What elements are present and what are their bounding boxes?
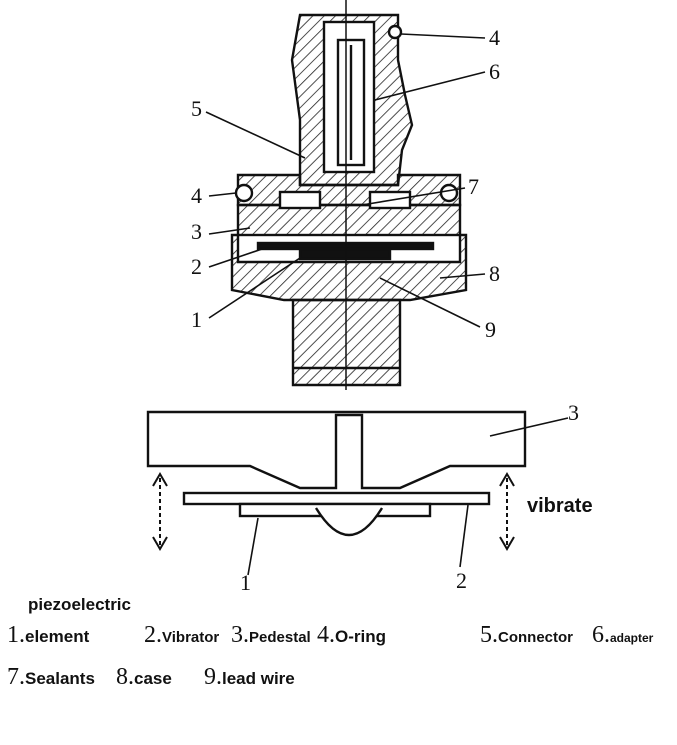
vibrate-label: vibrate xyxy=(527,495,593,517)
enlarged-detail xyxy=(146,410,527,551)
legend-num: 4. xyxy=(317,622,335,648)
piezo-element xyxy=(298,247,392,261)
legend-num: 3. xyxy=(231,622,249,648)
vibrator-enlarged xyxy=(182,491,491,506)
callout-1-bottom: 1 xyxy=(240,570,251,595)
sensor-assembly xyxy=(230,0,468,390)
case xyxy=(230,233,468,302)
o-ring-top xyxy=(387,24,403,40)
callout-9: 9 xyxy=(485,317,496,342)
callout-3-bottom: 3 xyxy=(568,400,579,425)
callout-1-top: 1 xyxy=(191,307,202,332)
vibrate-arrow-right xyxy=(499,472,515,551)
legend-num: 1. xyxy=(7,622,25,648)
callout-6: 6 xyxy=(489,59,500,84)
legend-text: Connector xyxy=(498,629,573,646)
legend-item-2: 2.Vibrator xyxy=(144,622,219,649)
legend-num: 2. xyxy=(144,622,162,648)
callout-3-top: 3 xyxy=(191,219,202,244)
legend-text: lead wire xyxy=(222,669,295,688)
callout-8: 8 xyxy=(489,261,500,286)
legend-text: adapter xyxy=(610,631,654,645)
legend-text: Pedestal xyxy=(249,629,311,646)
legend-text: O-ring xyxy=(335,627,386,646)
legend-item-4: 4.O-ring xyxy=(317,622,386,649)
pedestal-tip xyxy=(314,507,384,536)
pedestal-enlarged xyxy=(146,410,527,490)
legend-item-9: 9.lead wire xyxy=(204,664,295,691)
o-ring-right xyxy=(439,183,459,203)
legend-item-5: 5.Connector xyxy=(480,622,573,649)
legend-text: element xyxy=(25,627,90,646)
o-ring-left xyxy=(234,183,254,203)
legend-text: case xyxy=(134,669,172,688)
callout-2-top: 2 xyxy=(191,254,202,279)
legend-num: 7. xyxy=(7,664,25,690)
callout-7: 7 xyxy=(468,174,479,199)
bottom-leader-lines xyxy=(247,417,569,576)
pedestal-block xyxy=(236,203,462,237)
legend-num: 6. xyxy=(592,622,610,648)
legend-item-6: 6.adapter xyxy=(592,622,653,649)
legend-num: 9. xyxy=(204,664,222,690)
vibrate-arrow-left xyxy=(152,472,168,551)
legend-num: 5. xyxy=(480,622,498,648)
callout-5: 5 xyxy=(191,96,202,121)
callout-2-bottom: 2 xyxy=(456,568,467,593)
legend-item-1: 1.element xyxy=(7,622,89,649)
legend-item-7: 7.Sealants xyxy=(7,664,95,691)
legend-item-3: 3.Pedestal xyxy=(231,622,311,649)
callout-4-left: 4 xyxy=(191,183,202,208)
top-leader-lines xyxy=(205,33,486,328)
legend-text: Vibrator xyxy=(162,629,220,646)
legend-num: 8. xyxy=(116,664,134,690)
legend-item-8: 8.case xyxy=(116,664,172,691)
legend-line0: piezoelectric xyxy=(28,595,131,614)
callout-4-top: 4 xyxy=(489,25,500,50)
legend-text: Sealants xyxy=(25,669,95,688)
